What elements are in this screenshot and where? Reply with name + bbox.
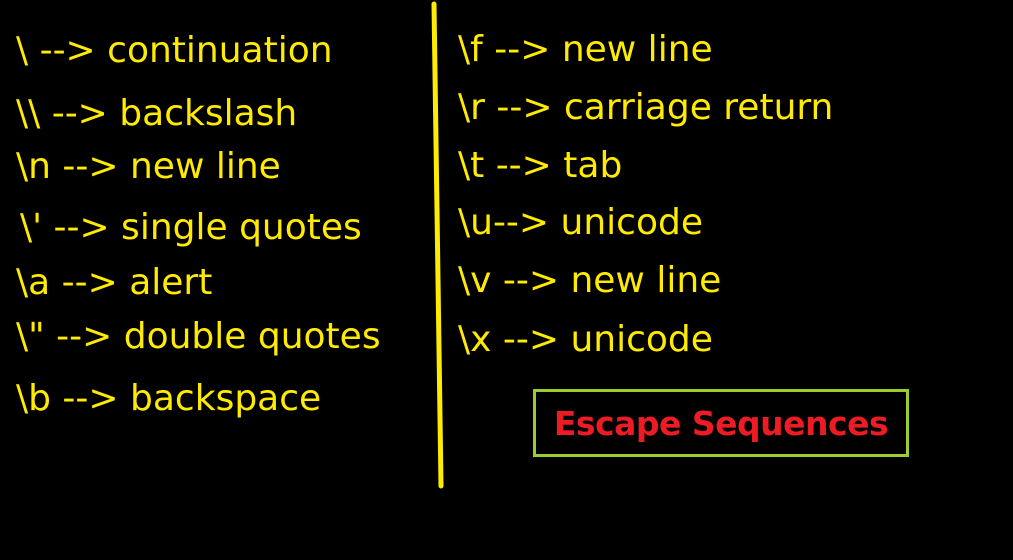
escape-carriage-return: \r --> carriage return <box>458 87 834 128</box>
title-text: Escape Sequences <box>553 403 889 443</box>
escape-continuation: \ --> continuation <box>16 30 333 71</box>
escape-formfeed: \f --> new line <box>458 29 713 70</box>
escape-vertical-tab: \v --> new line <box>458 260 722 301</box>
escape-backslash: \\ --> backslash <box>16 93 298 134</box>
escape-hex-x: \x --> unicode <box>458 319 713 360</box>
escape-backspace: \b --> backspace <box>16 378 322 419</box>
escape-double-quote: \" --> double quotes <box>16 316 381 357</box>
escape-single-quote: \' --> single quotes <box>20 207 362 248</box>
escape-newline-n: \n --> new line <box>16 146 281 187</box>
escape-tab: \t --> tab <box>458 145 623 186</box>
title-box: Escape Sequences <box>533 389 909 457</box>
escape-alert: \a --> alert <box>16 262 213 303</box>
escape-unicode-u: \u--> unicode <box>458 202 703 243</box>
